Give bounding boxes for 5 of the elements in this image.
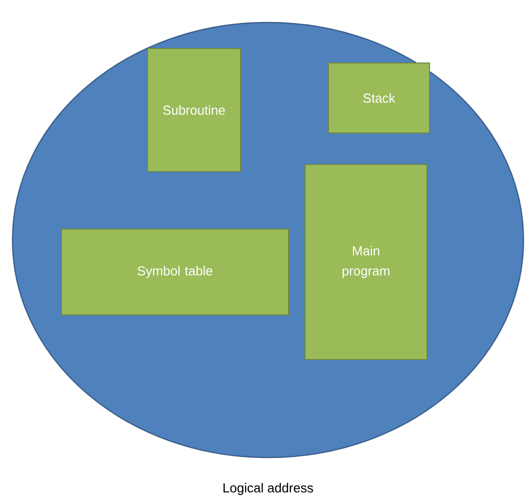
box: Main program [304,164,428,360]
box: Symbol table [61,228,289,316]
box: Stack [328,62,430,134]
box: Subroutine [147,48,241,172]
node-label: Logical address [224,482,314,496]
